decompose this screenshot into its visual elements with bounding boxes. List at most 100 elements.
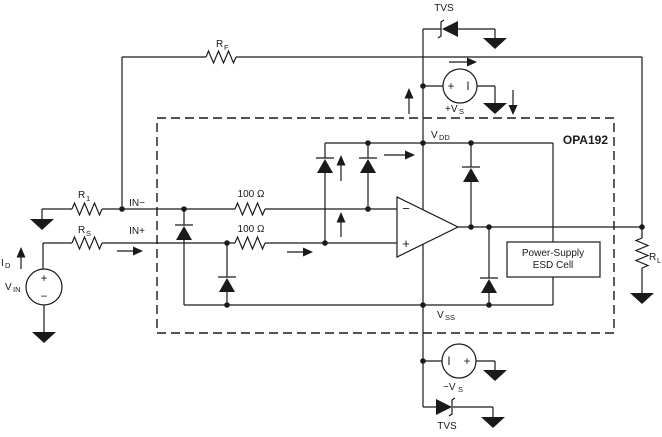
opamp-inverting-input-sign: −: [402, 201, 410, 216]
vin-source-minus-sign: −: [41, 291, 48, 303]
arrow-head: [405, 150, 415, 160]
junction-dot: [420, 140, 426, 146]
ground-symbol-tvs-bottom: [481, 417, 505, 428]
junction-dots: [119, 83, 645, 364]
esd-diode-vss-to-output: [480, 277, 498, 293]
diode-anode-triangle: [176, 226, 192, 240]
rf-label-sub: F: [224, 43, 229, 52]
esd-diode-inplus-to-vss: [218, 276, 236, 292]
id-label: I: [1, 258, 4, 269]
vin-label: V: [5, 282, 12, 293]
vin-source-plus-sign: +: [41, 273, 48, 285]
tvs-bottom-label: TVS: [437, 421, 457, 432]
minus-vs-label: −V: [443, 382, 456, 393]
arrow-head: [467, 57, 477, 67]
junction-dot: [365, 140, 371, 146]
diode-anode-triangle: [481, 279, 497, 293]
junction-dot: [224, 302, 230, 308]
esd-diode-inminus-to-vss: [175, 224, 193, 240]
rf-label: R: [216, 39, 223, 50]
junction-dot: [322, 240, 328, 246]
device-name-label: OPA192: [563, 133, 608, 147]
arrow-head: [508, 105, 518, 115]
resistor-rf: [205, 49, 237, 65]
zener-cathode-bar: [437, 19, 445, 39]
r100-bottom-label: 100 Ω: [238, 224, 265, 235]
ground-symbol-plus-vs: [483, 103, 507, 114]
diode-anode-triangle: [360, 159, 376, 173]
positive-source-plus-sign: +: [448, 81, 455, 93]
ground-symbol-minus-vs: [483, 370, 507, 381]
vin-label-sub: IN: [13, 285, 21, 294]
rl-label-sub: L: [657, 256, 661, 265]
resistor-100ohm-top: [234, 201, 266, 217]
junction-dot: [486, 302, 492, 308]
vdd-label: V: [431, 130, 438, 141]
minus-vs-label-sub: S: [458, 385, 463, 394]
arrow-head: [133, 246, 143, 256]
tvs-diode-top: [437, 19, 458, 39]
arrow-head: [404, 88, 414, 99]
plus-vs-label-sub: S: [459, 107, 464, 116]
plus-vs-label: +V: [445, 104, 458, 115]
diode-anode-triangle: [219, 278, 235, 292]
junction-dot: [486, 224, 492, 230]
wire-feedback-loop: [121, 56, 643, 227]
vss-label-sub: SS: [445, 313, 455, 322]
tvs-anode-triangle: [442, 21, 458, 37]
esd-diode-inminus-to-vdd: [359, 157, 377, 173]
esd-diode-inplus-to-vdd: [316, 157, 334, 173]
vin-source: [25, 268, 63, 306]
r1-label-sub: 1: [86, 194, 90, 203]
wire-in-plus: [42, 242, 397, 269]
negative-source-current-sign: I: [447, 356, 450, 368]
wire-in-minus: [41, 208, 397, 219]
arrow-head: [336, 212, 346, 223]
wire-tvs-top: [423, 28, 496, 38]
tvs-anode-triangle: [436, 399, 452, 415]
ic-boundary-dashed-box: [156, 117, 615, 334]
wire-tvs-bottom: [423, 406, 494, 417]
esd-diode-output-to-vdd: [462, 166, 480, 182]
negative-source-plus-sign: +: [464, 356, 471, 368]
junction-dot: [119, 206, 125, 212]
ground-symbol-vin: [32, 332, 56, 343]
r1-label: R: [78, 190, 85, 201]
ground-symbol-rl: [630, 293, 654, 304]
wire-negative-supply-leads: [423, 360, 496, 370]
negative-supply-source: [441, 343, 477, 379]
tvs-top-label: TVS: [434, 3, 454, 14]
junction-dot: [224, 240, 230, 246]
vss-label: V: [437, 310, 444, 321]
wire-positive-supply-leads: [423, 85, 496, 103]
id-label-sub: D: [5, 261, 11, 270]
tvs-diode-bottom: [436, 397, 456, 417]
opamp-noninverting-input-sign: +: [402, 236, 410, 251]
diode-anode-triangle: [317, 159, 333, 173]
arrow-head: [303, 247, 313, 257]
junction-dot: [420, 302, 426, 308]
resistor-100ohm-bottom: [234, 235, 266, 251]
arrow-head: [16, 247, 26, 258]
junction-dot: [468, 224, 474, 230]
junction-dot: [468, 140, 474, 146]
r100-top-label: 100 Ω: [238, 189, 265, 200]
junction-dot: [365, 206, 371, 212]
junction-dot: [420, 358, 426, 364]
in-plus-pin-label: IN+: [129, 226, 145, 237]
opamp-triangle: [396, 196, 460, 258]
resistor-rl: [634, 237, 650, 269]
arrow-head: [336, 155, 346, 166]
junction-dot: [181, 206, 187, 212]
junction-dot: [420, 83, 426, 89]
power-supply-esd-cell-box: [506, 241, 601, 278]
in-minus-pin-label: IN−: [129, 198, 145, 209]
junction-dot: [639, 224, 645, 230]
diode-anode-triangle: [463, 168, 479, 182]
current-flow-arrows: [16, 57, 518, 269]
ground-symbol-tvs-top: [483, 38, 507, 49]
positive-source-current-sign: I: [466, 81, 469, 93]
esd-cell-label-line1: Power-Supply: [522, 248, 584, 259]
